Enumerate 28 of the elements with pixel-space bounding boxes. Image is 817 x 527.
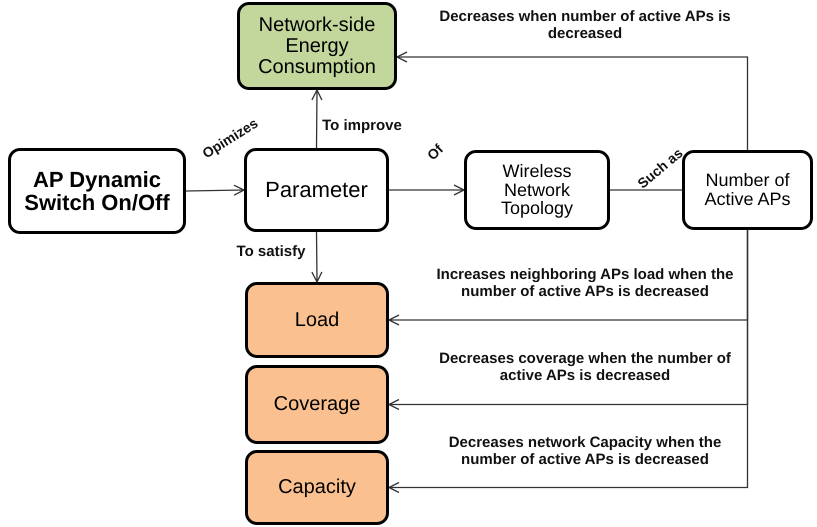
process-box	[464, 150, 610, 230]
edge-label: Of	[422, 140, 448, 166]
metric-box	[245, 365, 389, 444]
process-box	[8, 148, 186, 234]
process-box	[682, 150, 813, 230]
edge-label: To satisfy	[236, 243, 306, 260]
arrow	[396, 51, 748, 150]
arrow	[186, 184, 245, 196]
edge-label: Decreases network Capacity when the number of active APs is decreased	[448, 434, 722, 468]
energy-box	[237, 2, 397, 90]
metric-box	[245, 450, 389, 525]
arrow	[389, 184, 465, 196]
node-label: Parameter	[265, 178, 368, 202]
node-label: Wireless Network Topology	[500, 162, 574, 218]
node-label: Coverage	[274, 394, 360, 415]
node-label: Load	[294, 310, 340, 330]
node-label: Network-side Energy Consumption	[257, 14, 377, 78]
node-label: Number of Active APs	[703, 171, 792, 209]
node-label: Capacity	[278, 477, 356, 498]
arrow	[311, 232, 323, 283]
edge-label: Decreases when number of active APs is decreased	[438, 8, 732, 42]
arrow	[388, 230, 748, 494]
edge-label: Increases neighboring APs load when the number of active APs is decreased	[435, 266, 734, 300]
edge-label: To improve	[322, 117, 402, 134]
edge-label: Decreases coverage when the number of active APs is decreased	[438, 350, 732, 384]
node-label: AP Dynamic Switch On/Off	[23, 168, 171, 214]
arrow	[311, 89, 323, 148]
metric-box	[245, 282, 389, 358]
